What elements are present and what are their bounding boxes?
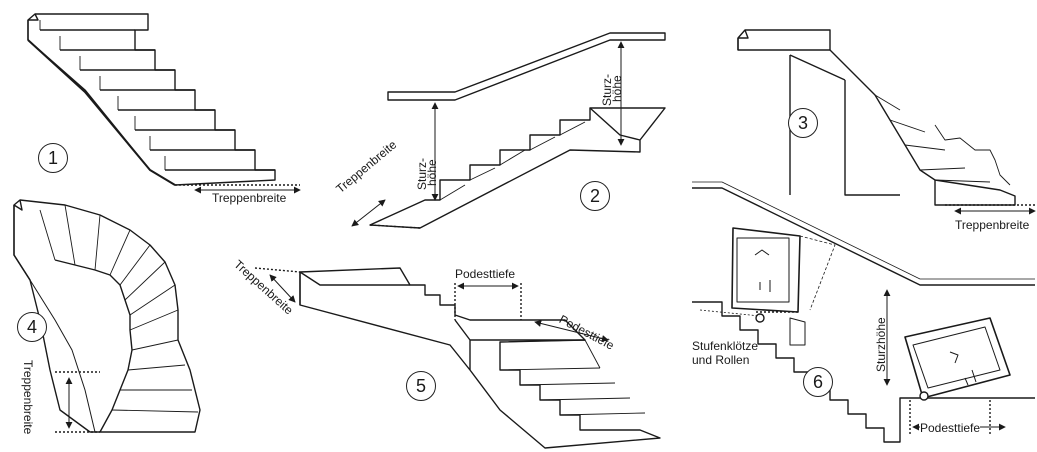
figure-2-headroom2-label-line2: höhe <box>610 75 624 102</box>
figure-3-width-label: Treppenbreite <box>955 218 1030 232</box>
figure-3-number: 3 <box>788 108 818 138</box>
figure-4-width-label: Treppenbreite <box>21 360 35 435</box>
figure-2-headroom-stair <box>351 32 666 229</box>
figure-4-number: 4 <box>17 312 47 342</box>
figure-1-width-label: Treppenbreite <box>212 191 287 205</box>
figure-1-straight-stair <box>27 13 301 194</box>
figure-6-landing-depth-label: Podesttiefe <box>920 421 981 435</box>
figure-2-number: 2 <box>580 181 610 211</box>
figure-5-landing-depth-label: Podesttiefe <box>455 267 516 281</box>
figure-3-quarter-turn-stair <box>737 29 1036 215</box>
figure-5-number: 5 <box>406 371 436 401</box>
figure-1-number: 1 <box>38 143 68 173</box>
figure-2-headroom-label-line2: höhe <box>425 159 439 186</box>
figure-6-headroom-label: Sturzhöhe <box>874 317 888 372</box>
figure-4-spiral-stair <box>13 199 201 433</box>
figure-6-blocks-label-line1: Stufenklötze <box>692 339 759 353</box>
figure-5-landing-stair <box>254 267 661 449</box>
figure-6-number: 6 <box>803 367 833 397</box>
figure-6-blocks-label-line2: und Rollen <box>692 353 750 367</box>
